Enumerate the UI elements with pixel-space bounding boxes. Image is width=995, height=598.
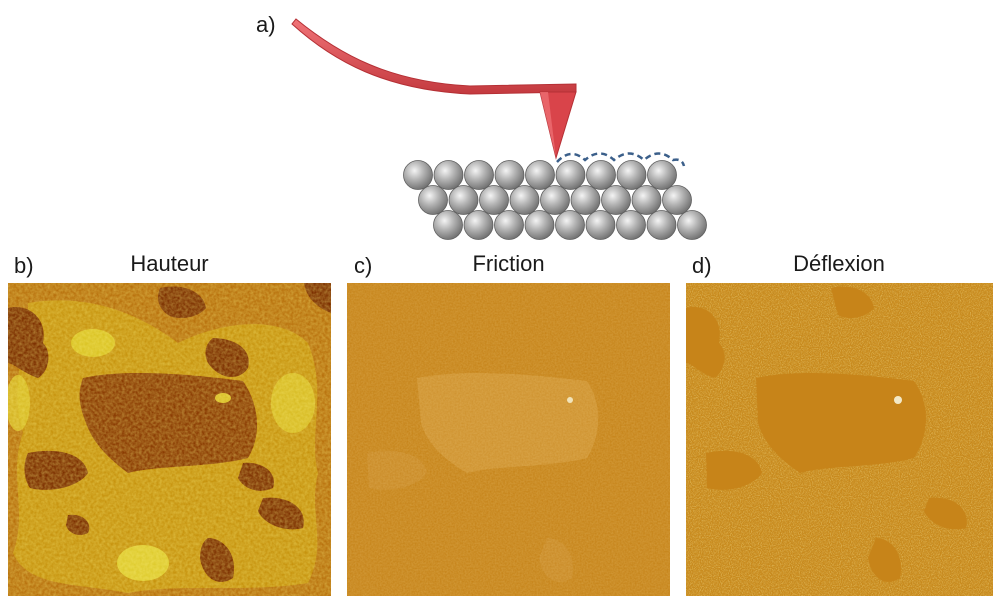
dashed-surface-outline	[556, 152, 686, 167]
atom	[586, 160, 616, 190]
atom	[433, 160, 464, 190]
panel-c-label: c)	[354, 253, 373, 278]
atom	[479, 185, 509, 215]
atom	[509, 185, 540, 215]
panel-b-title: Hauteur	[130, 251, 209, 276]
atom	[540, 185, 570, 215]
atom	[403, 160, 433, 190]
atom	[601, 185, 631, 215]
atom	[555, 210, 585, 240]
panel-d-label: d)	[692, 253, 712, 278]
panel-c-title: Friction	[472, 251, 545, 276]
atom	[448, 185, 479, 215]
height-image	[8, 283, 331, 596]
deflection-image	[686, 283, 993, 596]
atom	[677, 210, 707, 240]
atom	[524, 210, 555, 240]
atom	[463, 210, 494, 240]
atom	[585, 210, 616, 240]
atom	[525, 160, 555, 190]
atom	[555, 160, 586, 190]
panel-d-title: Déflexion	[793, 251, 885, 276]
panel-b-label: b)	[14, 253, 34, 278]
atom	[616, 210, 646, 240]
atom	[631, 185, 662, 215]
atom	[494, 210, 524, 240]
cantilever	[291, 18, 577, 95]
atom	[418, 185, 448, 215]
atom	[646, 210, 677, 240]
panel-a-label: a)	[256, 12, 276, 37]
atom	[647, 160, 677, 190]
friction-image	[347, 283, 670, 596]
atom	[570, 185, 601, 215]
atom	[464, 160, 494, 190]
atom	[662, 185, 692, 215]
atom	[616, 160, 647, 190]
atom-lattice	[403, 160, 707, 240]
afm-tip-schematic	[291, 18, 707, 240]
atom	[433, 210, 463, 240]
atom	[494, 160, 525, 190]
